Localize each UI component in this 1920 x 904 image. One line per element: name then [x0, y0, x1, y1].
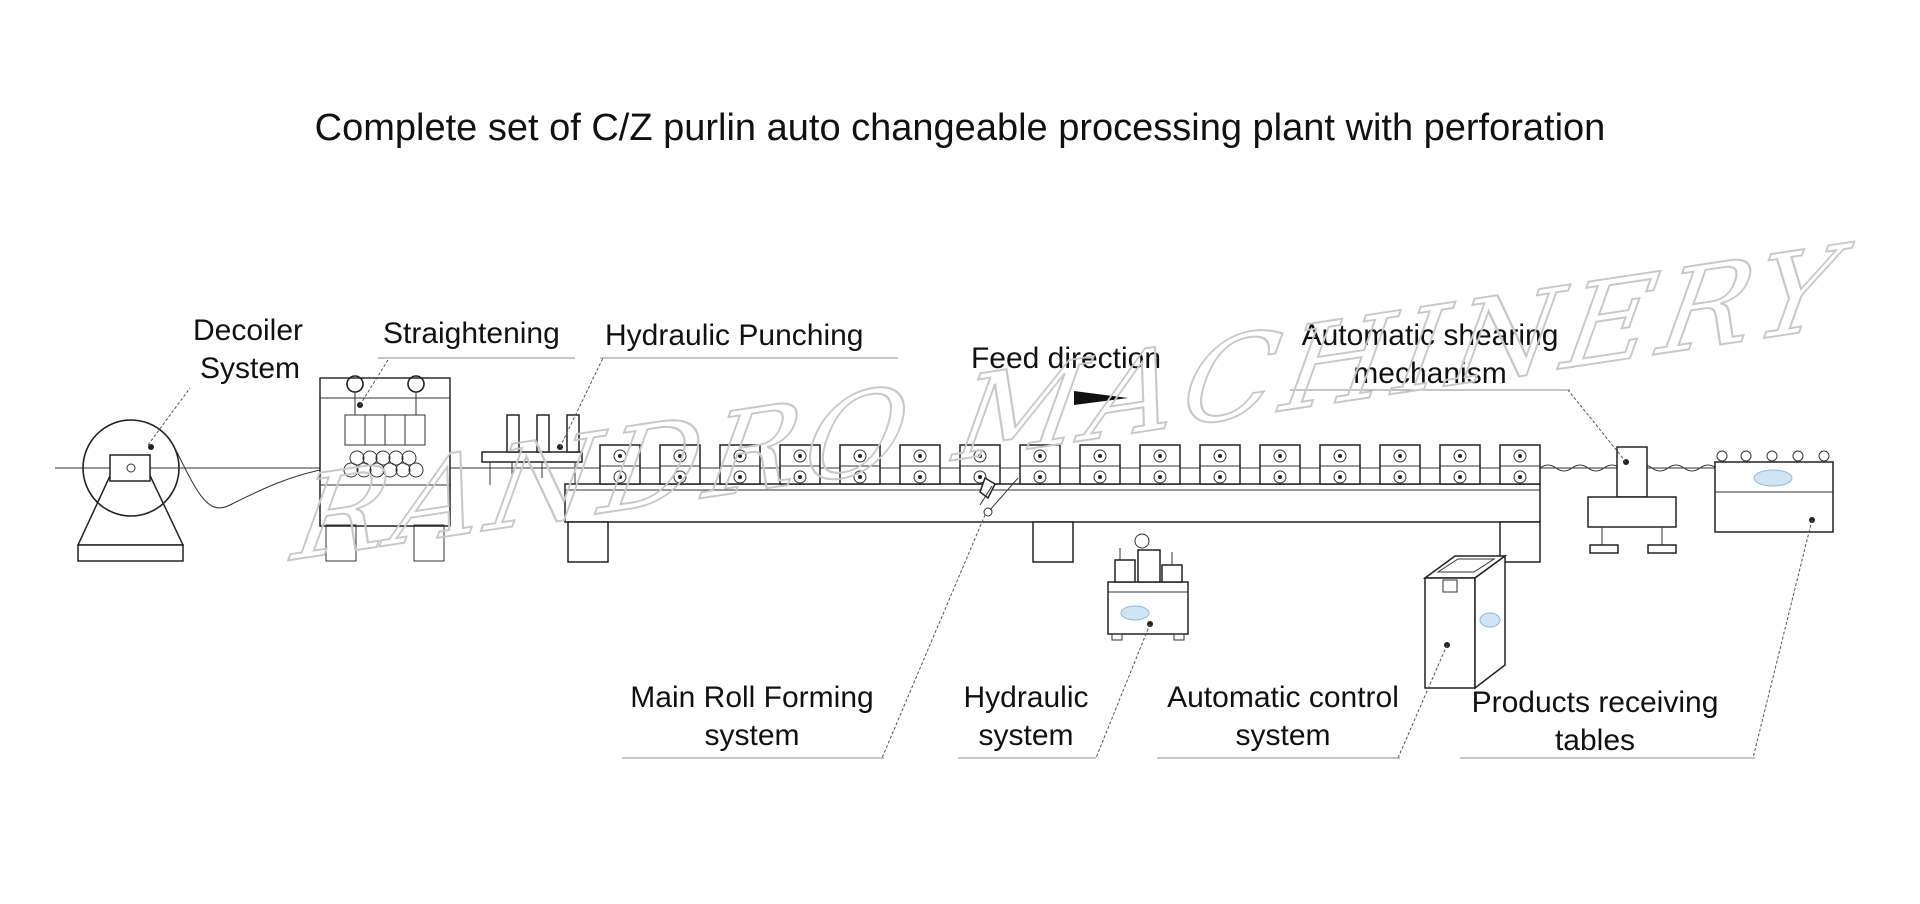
leader-control — [1397, 644, 1448, 759]
roll-stand — [659, 444, 701, 485]
leader-decoiler — [147, 387, 191, 446]
leader-receiving — [1752, 519, 1813, 759]
svg-text:system: system — [978, 719, 1073, 752]
svg-text:Automatic control: Automatic control — [1167, 681, 1399, 714]
label-receiving: Products receiving tables — [1460, 686, 1755, 759]
roll-stand — [899, 444, 941, 485]
svg-text:Hydraulic: Hydraulic — [963, 681, 1088, 714]
roll-stand — [1259, 444, 1301, 485]
svg-text:Hydraulic Punching: Hydraulic Punching — [605, 319, 863, 352]
roll-stand — [1379, 444, 1421, 485]
leader-shearing — [1567, 389, 1627, 463]
products-receiving-table — [1714, 450, 1834, 533]
svg-text:System: System — [200, 352, 300, 385]
svg-text:tables: tables — [1555, 724, 1635, 757]
leader-punching — [559, 357, 604, 448]
label-punching: Hydraulic Punching — [600, 319, 898, 359]
shearing-machine — [1587, 446, 1677, 554]
svg-text:Decoiler: Decoiler — [193, 314, 303, 347]
label-roll-forming: Main Roll Forming system — [622, 681, 884, 759]
svg-text:mechanism: mechanism — [1353, 357, 1506, 390]
roll-stand — [779, 444, 821, 485]
label-decoiler: Decoiler System — [193, 314, 303, 385]
feed-direction-label: Feed direction — [971, 342, 1161, 375]
label-straightening: Straightening — [378, 317, 575, 359]
hydraulic-station — [1107, 533, 1189, 641]
label-shearing: Automatic shearing mechanism — [1290, 319, 1570, 391]
svg-text:Main Roll Forming: Main Roll Forming — [630, 681, 873, 714]
steel-strip — [175, 449, 331, 509]
svg-text:Products receiving: Products receiving — [1472, 686, 1719, 719]
hydraulic-punching-machine — [481, 414, 583, 485]
feed-direction-arrow — [1074, 391, 1128, 405]
leader-roll-forming — [881, 514, 986, 759]
roll-stand — [1019, 444, 1061, 485]
svg-text:system: system — [704, 719, 799, 752]
roll-stand — [1139, 444, 1181, 485]
roll-stand — [1199, 444, 1241, 485]
roll-stand — [719, 444, 761, 485]
diagram-title: Complete set of C/Z purlin auto changeab… — [315, 107, 1606, 149]
leader-hydraulic — [1095, 623, 1151, 759]
roll-stand — [1079, 444, 1121, 485]
label-control: Automatic control system — [1157, 681, 1400, 759]
control-cabinet — [1422, 554, 1508, 690]
roll-stand — [1499, 444, 1541, 485]
decoiler-machine — [76, 419, 185, 562]
label-hydraulic: Hydraulic system — [958, 681, 1096, 759]
leader-straightening — [359, 359, 389, 406]
straightening-machine — [319, 375, 451, 562]
svg-text:Straightening: Straightening — [383, 317, 560, 350]
roll-stand — [1319, 444, 1361, 485]
roll-stand — [599, 444, 641, 485]
roll-stand — [959, 444, 1001, 485]
svg-text:Automatic shearing: Automatic shearing — [1302, 319, 1559, 352]
roll-forming-machine — [564, 444, 1541, 563]
svg-text:system: system — [1235, 719, 1330, 752]
roll-stand — [839, 444, 881, 485]
roll-stand — [1439, 444, 1481, 485]
